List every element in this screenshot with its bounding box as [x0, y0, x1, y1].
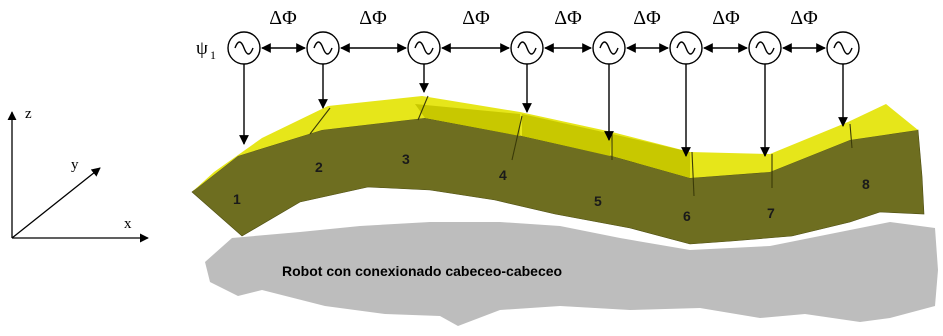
phase-label-3: ΔΦ [462, 7, 490, 29]
y-axis-label: y [71, 157, 79, 173]
module-top-shade-3 [415, 104, 520, 136]
phase-label-2: ΔΦ [359, 7, 387, 29]
psi-subscript: 1 [210, 48, 216, 62]
oscillator-icon [227, 31, 261, 65]
coordinate-axes: z y x [7, 106, 149, 243]
oscillator-icon [510, 31, 544, 65]
module-top-shade-5 [612, 134, 690, 178]
phase-label-4: ΔΦ [554, 7, 582, 29]
oscillator-icon [592, 31, 626, 65]
module-label-6: 6 [683, 208, 691, 224]
phase-label-6: ΔΦ [712, 7, 740, 29]
module-labels: 1 2 3 4 5 6 7 8 [233, 151, 870, 224]
module-top-shade-4 [522, 114, 612, 156]
oscillator-icon [306, 31, 340, 65]
phase-label-5: ΔΦ [633, 7, 661, 29]
phase-label-7: ΔΦ [790, 7, 818, 29]
module-label-7: 7 [767, 205, 775, 221]
robot-shadow [205, 222, 938, 326]
module-label-4: 4 [499, 167, 507, 183]
robot-caption: Robot con conexionado cabeceo-cabeceo [282, 263, 562, 279]
module-label-2: 2 [315, 159, 323, 175]
oscillator-chain: ψ 1 ΔΦ ΔΦ ΔΦ ΔΦ ΔΦ ΔΦ ΔΦ [196, 7, 860, 157]
module-label-3: 3 [402, 151, 410, 167]
actuation-arrows [239, 64, 848, 157]
y-axis [11, 167, 101, 239]
phase-label-1: ΔΦ [269, 7, 297, 29]
x-axis-label: x [124, 216, 132, 232]
module-label-1: 1 [233, 191, 241, 207]
oscillator-icon [826, 31, 860, 65]
phase-labels: ΔΦ ΔΦ ΔΦ ΔΦ ΔΦ ΔΦ ΔΦ [269, 7, 818, 29]
oscillator-icon [748, 31, 782, 65]
module-label-8: 8 [862, 176, 870, 192]
module-label-5: 5 [594, 193, 602, 209]
oscillator-icon [669, 31, 703, 65]
psi-symbol: ψ [196, 38, 208, 59]
z-axis-label: z [25, 106, 32, 122]
oscillator-icon [407, 31, 441, 65]
robot-body-top [192, 96, 918, 192]
